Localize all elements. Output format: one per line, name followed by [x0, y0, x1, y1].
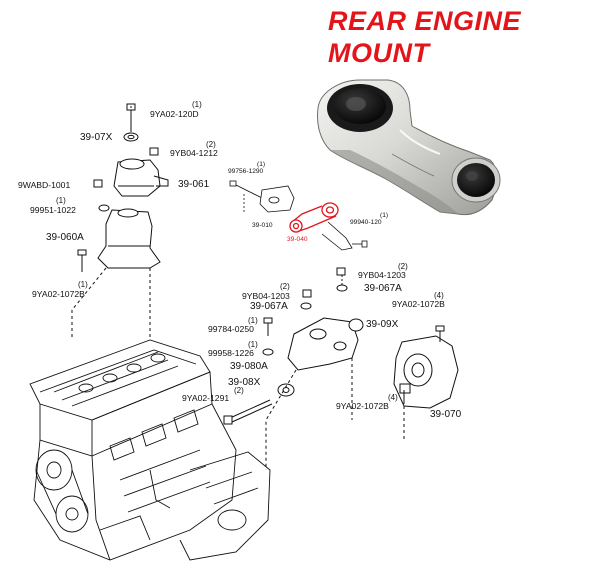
part-label-39-040: 39-040 — [287, 236, 308, 243]
part-label-9YB04-1212: 9YB04-1212 — [170, 148, 218, 158]
side-mount-assembly — [223, 267, 459, 470]
qty-label: (1) — [380, 212, 389, 219]
part-label-39-067A-right: 39-067A — [364, 283, 402, 294]
rear-engine-mount-photo — [317, 79, 501, 216]
part-label-99756-1290: 99756-1290 — [228, 168, 264, 175]
part-label-99784-0250: 99784-0250 — [208, 324, 254, 334]
engine-block-drawing — [29, 339, 271, 561]
part-label-39-061: 39-061 — [178, 179, 210, 190]
qty-label: (1) — [78, 280, 88, 289]
part-label-9YB04-1203-right: 9YB04-1203 — [358, 270, 406, 280]
part-label-39-09X: 39-09X — [366, 319, 399, 330]
part-label-39-070: 39-070 — [430, 409, 462, 420]
part-label-99951-1022: 99951-1022 — [30, 205, 76, 215]
rear-mount-diagram — [229, 180, 368, 251]
part-label-9YA02-1072B-bottom: 9YA02-1072B — [336, 401, 389, 411]
part-label-39-060A: 39-060A — [46, 232, 84, 243]
qty-label: (2) — [398, 262, 408, 271]
qty-label: (4) — [388, 393, 398, 402]
part-label-39-080A: 39-080A — [230, 361, 268, 372]
qty-label: (2) — [206, 140, 216, 149]
title-line-1: REAR ENGINE — [328, 6, 522, 36]
qty-label: (1) — [248, 340, 258, 349]
front-mount-assembly — [71, 103, 169, 340]
part-label-39-07X: 39-07X — [80, 132, 113, 143]
part-label-9YA02-1291: 9YA02-1291 — [182, 393, 230, 403]
part-label-99940-120: 99940-120 — [350, 219, 382, 226]
qty-label: (2) — [280, 282, 290, 291]
part-label-9YA02-1072B-left: 9YA02-1072B — [32, 289, 85, 299]
qty-label: (2) — [234, 386, 244, 395]
part-label-99958-1226: 99958-1226 — [208, 348, 254, 358]
part-label-39-010: 39-010 — [252, 222, 273, 229]
qty-label: (1) — [192, 100, 202, 109]
part-label-9YA02-120D: 9YA02-120D — [150, 109, 199, 119]
qty-label: (4) — [434, 291, 444, 300]
title-line-2: MOUNT — [328, 38, 430, 68]
qty-label: (1) — [56, 196, 66, 205]
part-label-9YA02-1072B-right: 9YA02-1072B — [392, 299, 445, 309]
part-label-39-067A-mid: 39-067A — [250, 301, 288, 312]
qty-label: (1) — [257, 161, 266, 168]
qty-label: (1) — [248, 316, 258, 325]
part-label-9YB04-1203-mid: 9YB04-1203 — [242, 291, 290, 301]
part-label-9WABD-1001: 9WABD-1001 — [18, 180, 71, 190]
part-label-39-08X: 39-08X — [228, 377, 261, 388]
